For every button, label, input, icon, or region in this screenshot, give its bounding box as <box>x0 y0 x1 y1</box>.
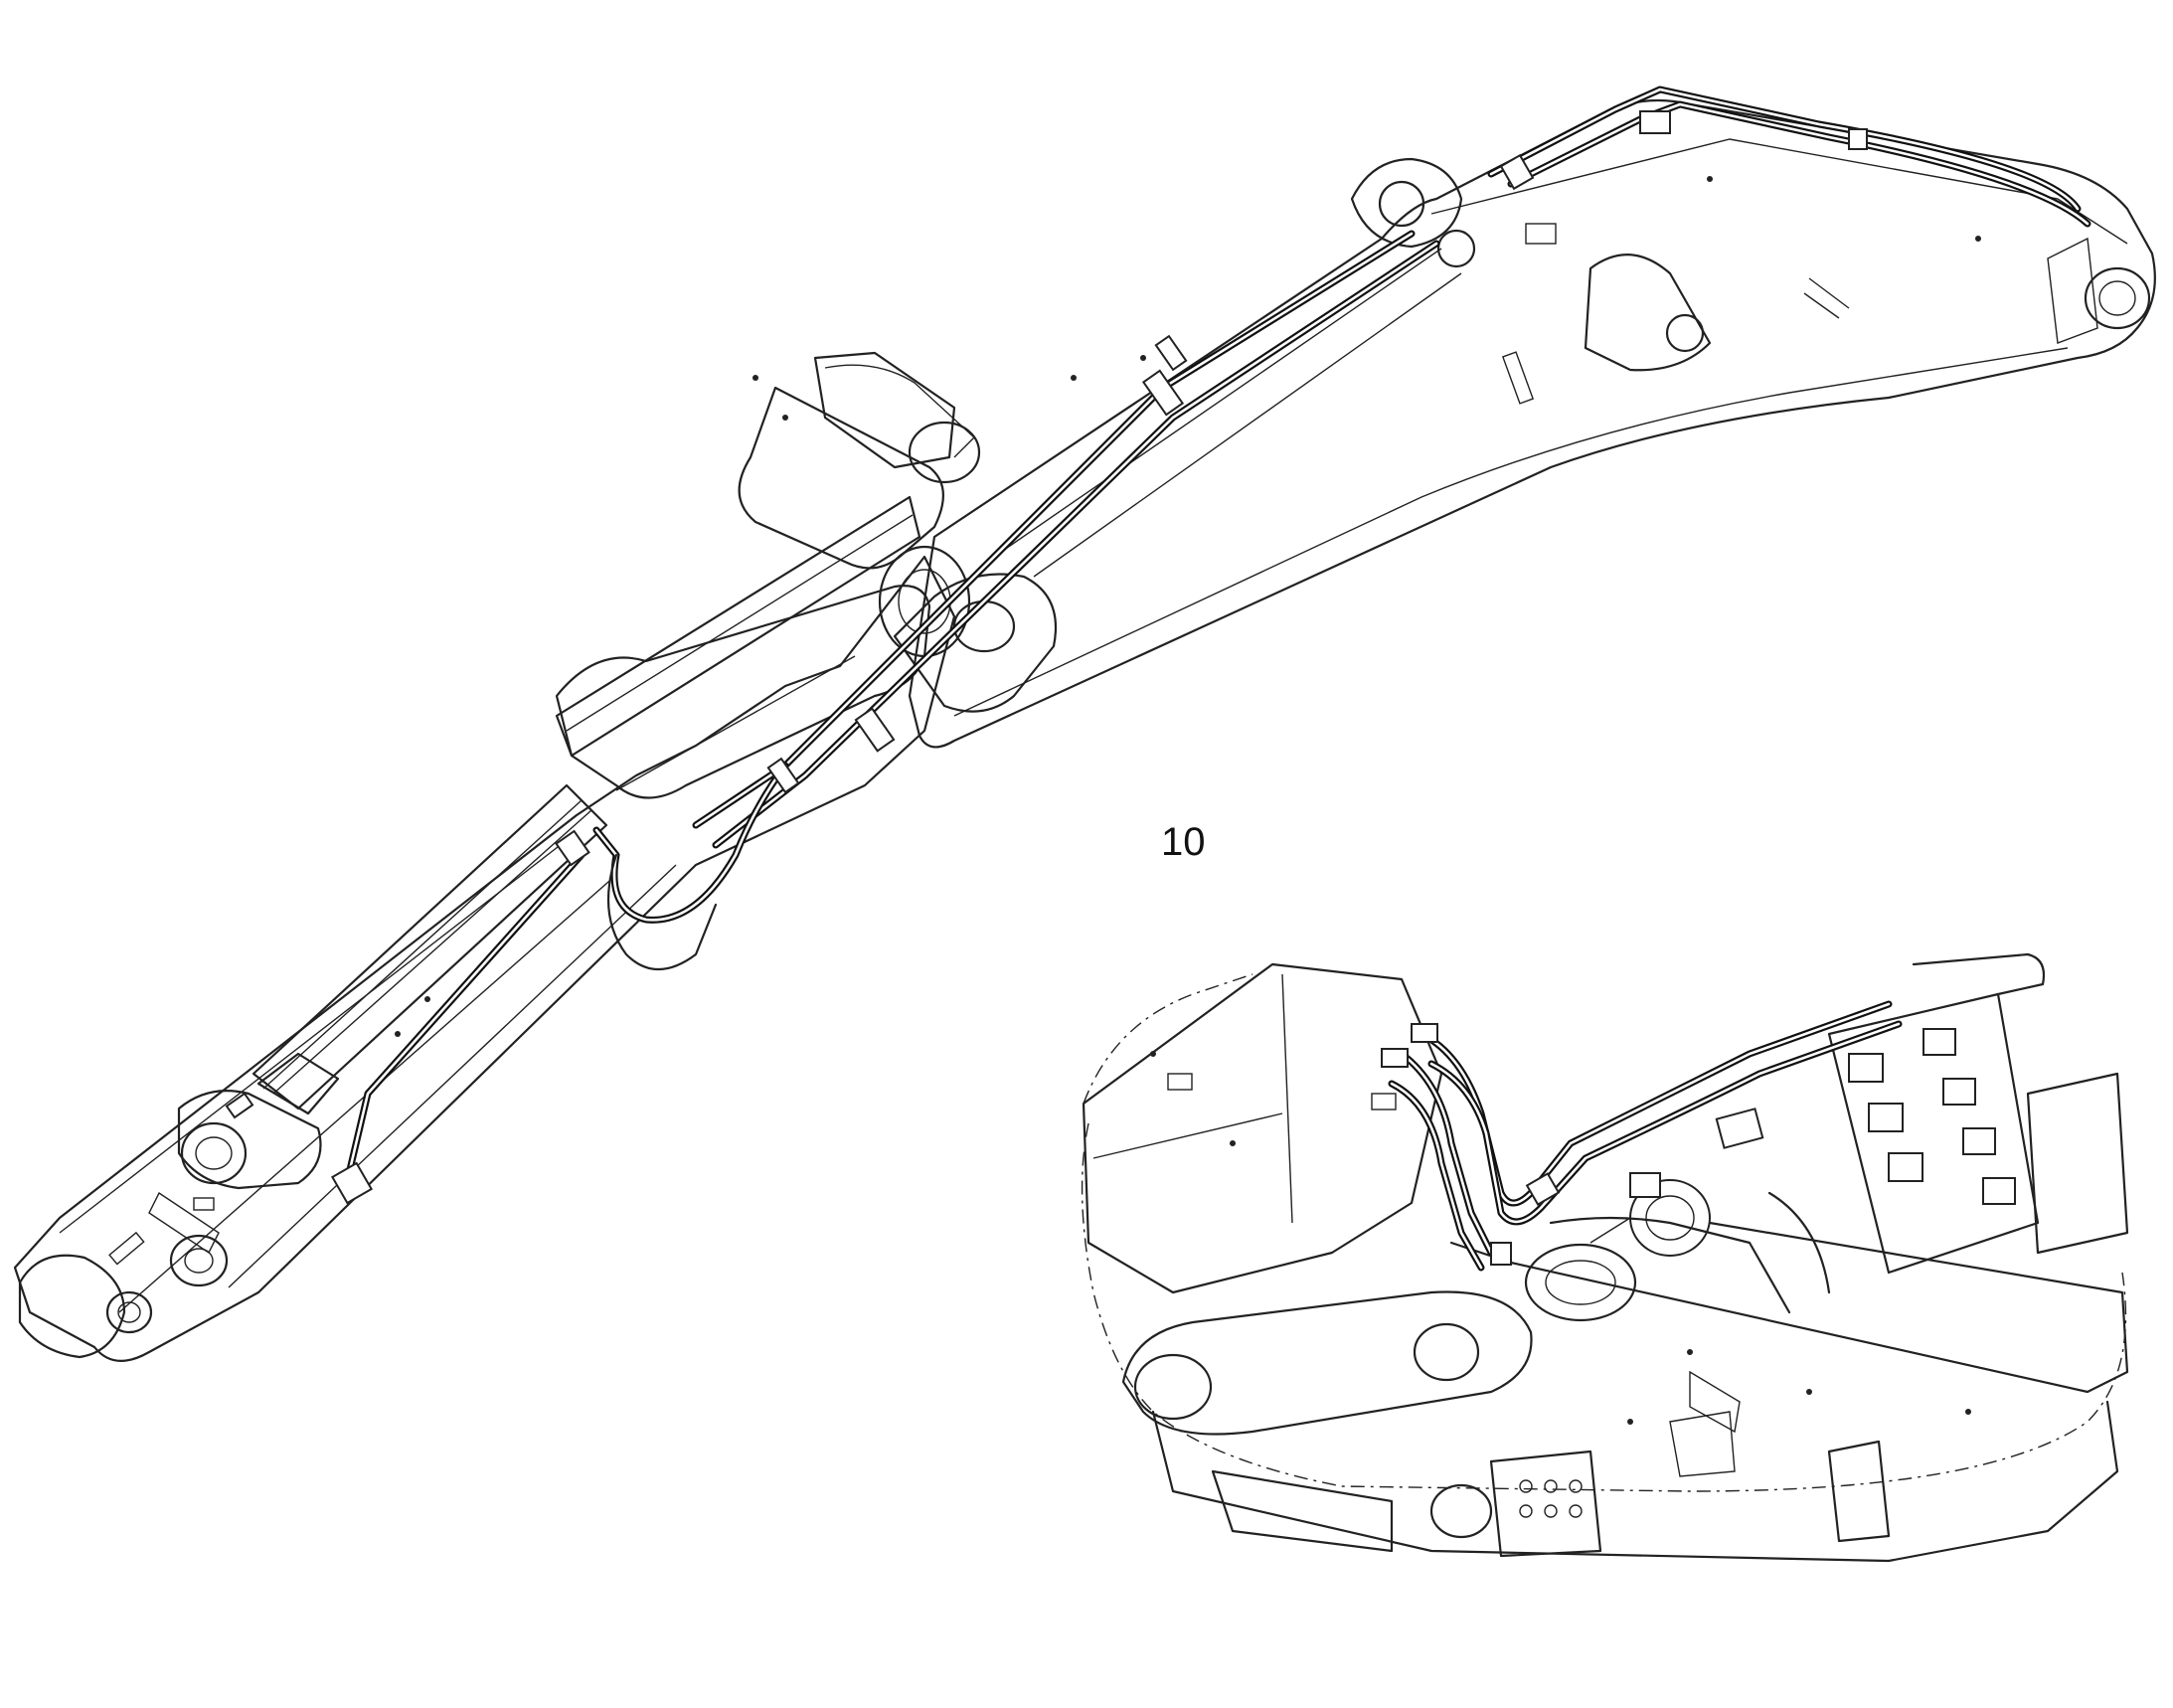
arm-cylinder <box>177 783 608 1190</box>
arm <box>13 351 1058 1362</box>
boom <box>908 98 2156 749</box>
hydraulic-lines <box>331 85 2091 1205</box>
upper-frame-inset <box>1081 952 2129 1563</box>
callout-number: 10 <box>1161 820 1206 864</box>
